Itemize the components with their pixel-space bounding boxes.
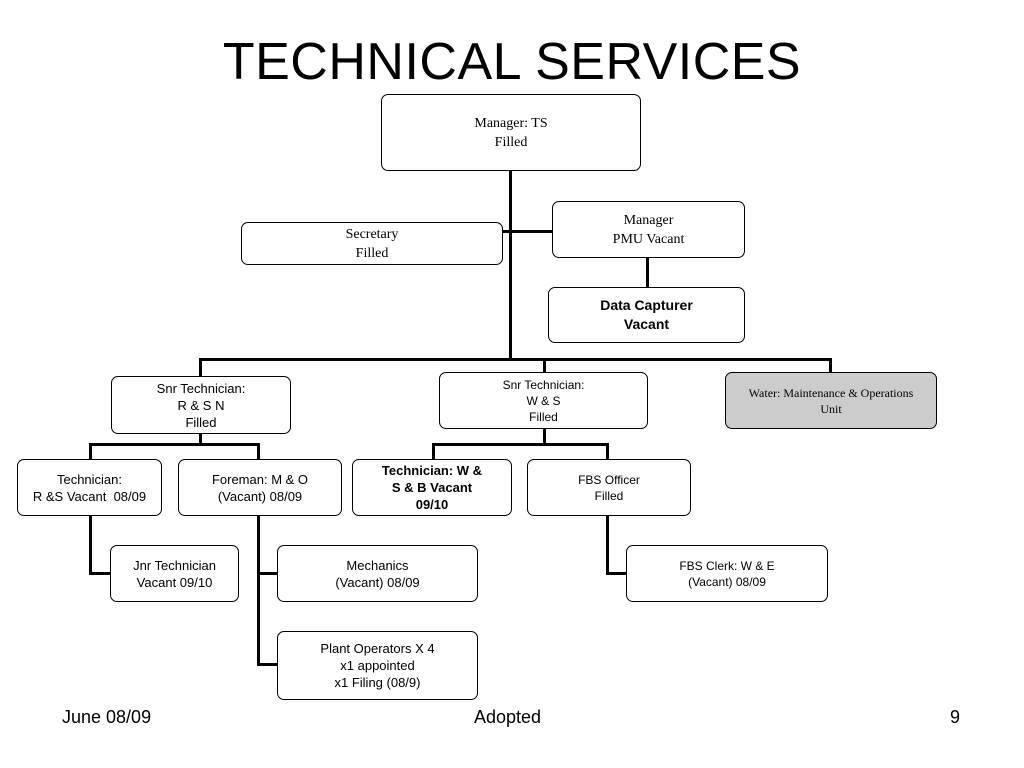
box-line: x1 Filing (08/9) xyxy=(334,675,421,690)
box-line: Manager xyxy=(623,212,674,228)
connector-line xyxy=(543,358,546,372)
secretary-box: Secretary Filled xyxy=(241,222,503,265)
snr-technician-ws-box: Snr Technician: W & S Filled xyxy=(439,372,648,429)
box-line: Manager: TS xyxy=(474,115,548,131)
box-line: S & B Vacant xyxy=(391,480,473,495)
box-line: Snr Technician: xyxy=(156,380,246,396)
connector-line xyxy=(543,428,546,445)
fbs-officer-box: FBS Officer Filled xyxy=(527,459,691,516)
snr-technician-rsn-box: Snr Technician: R & S N Filled xyxy=(111,376,291,434)
box-line: Secretary xyxy=(345,226,399,242)
box-line: Plant Operators X 4 xyxy=(320,641,435,656)
connector-line xyxy=(89,443,260,446)
box-line: Filled xyxy=(185,414,217,430)
connector-line xyxy=(646,257,649,287)
connector-line xyxy=(89,515,92,575)
manager-ts-box: Manager: TS Filled xyxy=(381,94,641,171)
box-line: x1 appointed xyxy=(340,658,415,673)
connector-line xyxy=(432,443,609,446)
box-line: R &S Vacant 08/09 xyxy=(32,488,147,504)
box-line: Data Capturer xyxy=(600,297,693,313)
box-line: Vacant xyxy=(623,316,670,332)
technician-wsb-box: Technician: W & S & B Vacant 09/10 xyxy=(352,459,512,516)
box-line: Snr Technician: xyxy=(502,377,585,392)
connector-line xyxy=(89,572,110,575)
box-line: Water: Maintenance & Operations xyxy=(748,385,914,400)
foreman-box: Foreman: M & O (Vacant) 08/09 xyxy=(178,459,342,516)
connector-line xyxy=(829,358,832,372)
connector-line xyxy=(257,515,260,666)
box-line: W & S xyxy=(526,393,561,408)
box-line: FBS Clerk: W & E xyxy=(679,558,775,573)
page-number: 9 xyxy=(950,707,961,727)
box-line: Vacant 09/10 xyxy=(136,574,213,590)
connector-line xyxy=(606,515,609,575)
connector-line xyxy=(502,230,552,233)
box-line: Filled xyxy=(594,488,624,503)
box-line: Jnr Technician xyxy=(133,557,216,573)
connector-line xyxy=(257,663,278,666)
water-unit-box: Water: Maintenance & Operations Unit xyxy=(725,372,937,429)
fbs-clerk-box: FBS Clerk: W & E (Vacant) 08/09 xyxy=(626,545,828,602)
box-line: FBS Officer xyxy=(578,472,640,487)
connector-line xyxy=(606,572,626,575)
footer-status: Adopted xyxy=(474,707,542,727)
box-line: (Vacant) 08/09 xyxy=(217,488,303,504)
connector-line xyxy=(199,433,202,445)
connector-line xyxy=(606,443,609,459)
mechanics-box: Mechanics (Vacant) 08/09 xyxy=(277,545,478,602)
connector-line xyxy=(509,171,512,361)
box-line: Filled xyxy=(355,245,389,261)
jnr-technician-box: Jnr Technician Vacant 09/10 xyxy=(110,545,239,602)
page-title: TECHNICAL SERVICES xyxy=(222,33,802,91)
box-line: Technician: W & xyxy=(381,463,483,478)
box-line: Unit xyxy=(820,401,842,416)
box-line: Filled xyxy=(529,409,558,424)
box-line: (Vacant) 08/09 xyxy=(335,574,420,590)
box-line: R & S N xyxy=(177,397,225,413)
connector-line xyxy=(257,443,260,459)
box-line: Foreman: M & O xyxy=(211,471,309,487)
connector-line xyxy=(199,358,832,361)
data-capturer-box: Data Capturer Vacant xyxy=(548,287,745,343)
footer-date: June 08/09 xyxy=(62,707,152,727)
box-line: (Vacant) 08/09 xyxy=(688,574,766,589)
box-line: 09/10 xyxy=(415,497,449,512)
box-line: PMU Vacant xyxy=(612,231,685,247)
box-line: Mechanics xyxy=(346,557,409,573)
connector-line xyxy=(257,572,278,575)
connector-line xyxy=(89,443,92,459)
plant-operators-box: Plant Operators X 4 x1 appointed x1 Fili… xyxy=(277,631,478,700)
connector-line xyxy=(199,358,202,376)
manager-pmu-box: Manager PMU Vacant xyxy=(552,201,745,258)
technician-rs-box: Technician: R &S Vacant 08/09 xyxy=(17,459,162,516)
connector-line xyxy=(432,443,435,459)
box-line: Technician: xyxy=(56,471,123,487)
box-line: Filled xyxy=(494,134,528,150)
